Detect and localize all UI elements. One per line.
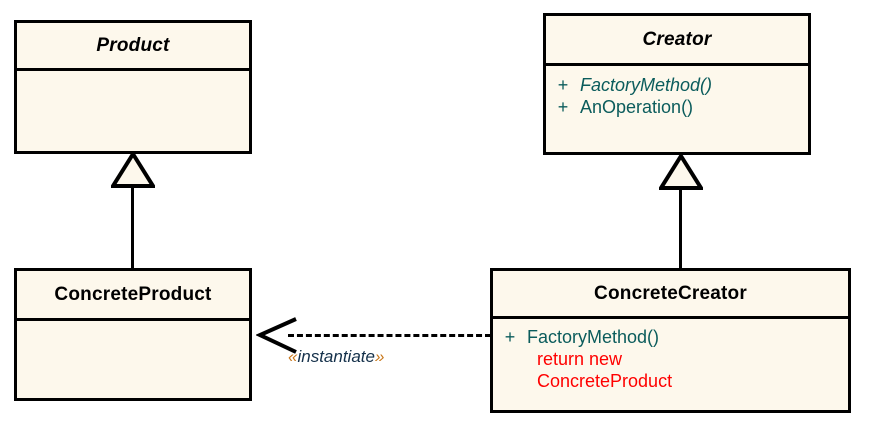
- class-divider-creator: [546, 63, 808, 66]
- class-name-concrete-creator: ConcreteCreator: [594, 282, 747, 304]
- dependency-dashed-line: [288, 334, 491, 337]
- generalization-line: [131, 185, 134, 269]
- member-visibility: +: [504, 327, 516, 347]
- class-divider-product: [17, 68, 249, 71]
- class-name-creator: Creator: [642, 28, 712, 50]
- class-box-product[interactable]: Product: [14, 20, 252, 154]
- class-members-concrete-product: [17, 321, 249, 398]
- class-members-product: [17, 71, 249, 151]
- dependency-arrowhead-icon: [256, 317, 297, 354]
- dependency-label-text: instantiate: [297, 347, 375, 366]
- member-name: FactoryMethod(): [580, 75, 713, 95]
- member-visibility: +: [557, 75, 569, 95]
- class-name-concrete-product: ConcreteProduct: [54, 283, 212, 305]
- class-members-creator: + FactoryMethod() + AnOperation(): [546, 66, 808, 152]
- guillemet-open: «: [288, 347, 298, 366]
- member-row: + FactoryMethod(): [546, 74, 808, 96]
- guillemet-close: »: [374, 347, 385, 366]
- class-box-concrete-creator[interactable]: ConcreteCreator + FactoryMethod() return…: [490, 268, 851, 413]
- class-box-concrete-product[interactable]: ConcreteProduct: [14, 268, 252, 401]
- generalization-line: [679, 187, 682, 269]
- class-box-creator[interactable]: Creator + FactoryMethod() + AnOperation(…: [543, 13, 811, 155]
- class-members-concrete-creator: + FactoryMethod() return new ConcretePro…: [493, 319, 848, 410]
- member-row: + FactoryMethod(): [493, 326, 848, 348]
- generalization-arrowhead-icon: [659, 154, 703, 190]
- member-note-line: ConcreteProduct: [537, 371, 673, 391]
- class-name-product: Product: [96, 34, 170, 56]
- member-visibility: +: [557, 97, 569, 117]
- dependency-label-instantiate: «instantiate»: [288, 347, 384, 367]
- member-row: + AnOperation(): [546, 96, 808, 118]
- member-name: AnOperation(): [580, 97, 694, 117]
- class-divider-concrete-product: [17, 318, 249, 321]
- member-name: FactoryMethod(): [527, 327, 660, 347]
- member-note-line: return new: [537, 349, 623, 369]
- generalization-arrowhead-icon: [111, 152, 155, 188]
- class-divider-concrete-creator: [493, 316, 848, 319]
